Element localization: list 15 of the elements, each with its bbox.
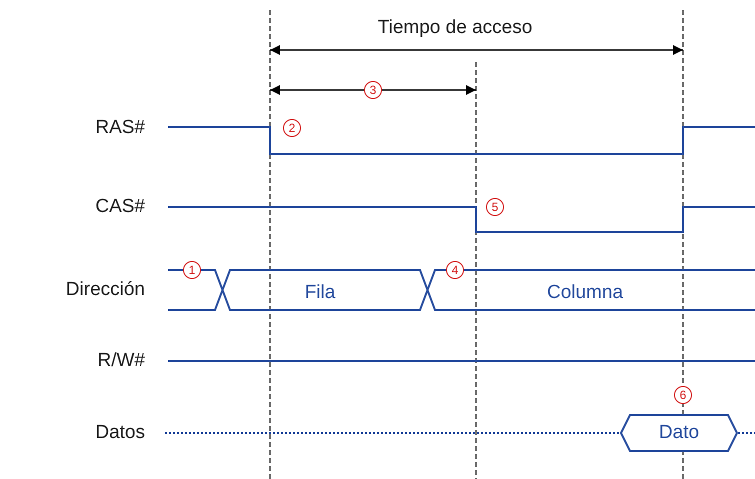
timing-label: Tiempo de acceso	[378, 18, 532, 37]
signal-name: Datos	[94, 423, 145, 442]
bus-value-text: Fila	[304, 283, 336, 302]
callout-number: 5	[486, 198, 504, 216]
callout-number: 3	[364, 81, 382, 99]
bus-value-text: Dato	[658, 422, 700, 444]
signal-name: Dirección	[64, 280, 145, 299]
signal-name: CAS#	[94, 197, 145, 216]
callout-number: 2	[283, 119, 301, 137]
callout-number: 4	[446, 261, 464, 279]
callout-number: 1	[183, 261, 201, 279]
signal-name: RAS#	[94, 118, 145, 137]
signal-name: R/W#	[96, 351, 145, 370]
bus-value-text: Columna	[546, 283, 624, 302]
callout-number: 6	[674, 386, 692, 404]
